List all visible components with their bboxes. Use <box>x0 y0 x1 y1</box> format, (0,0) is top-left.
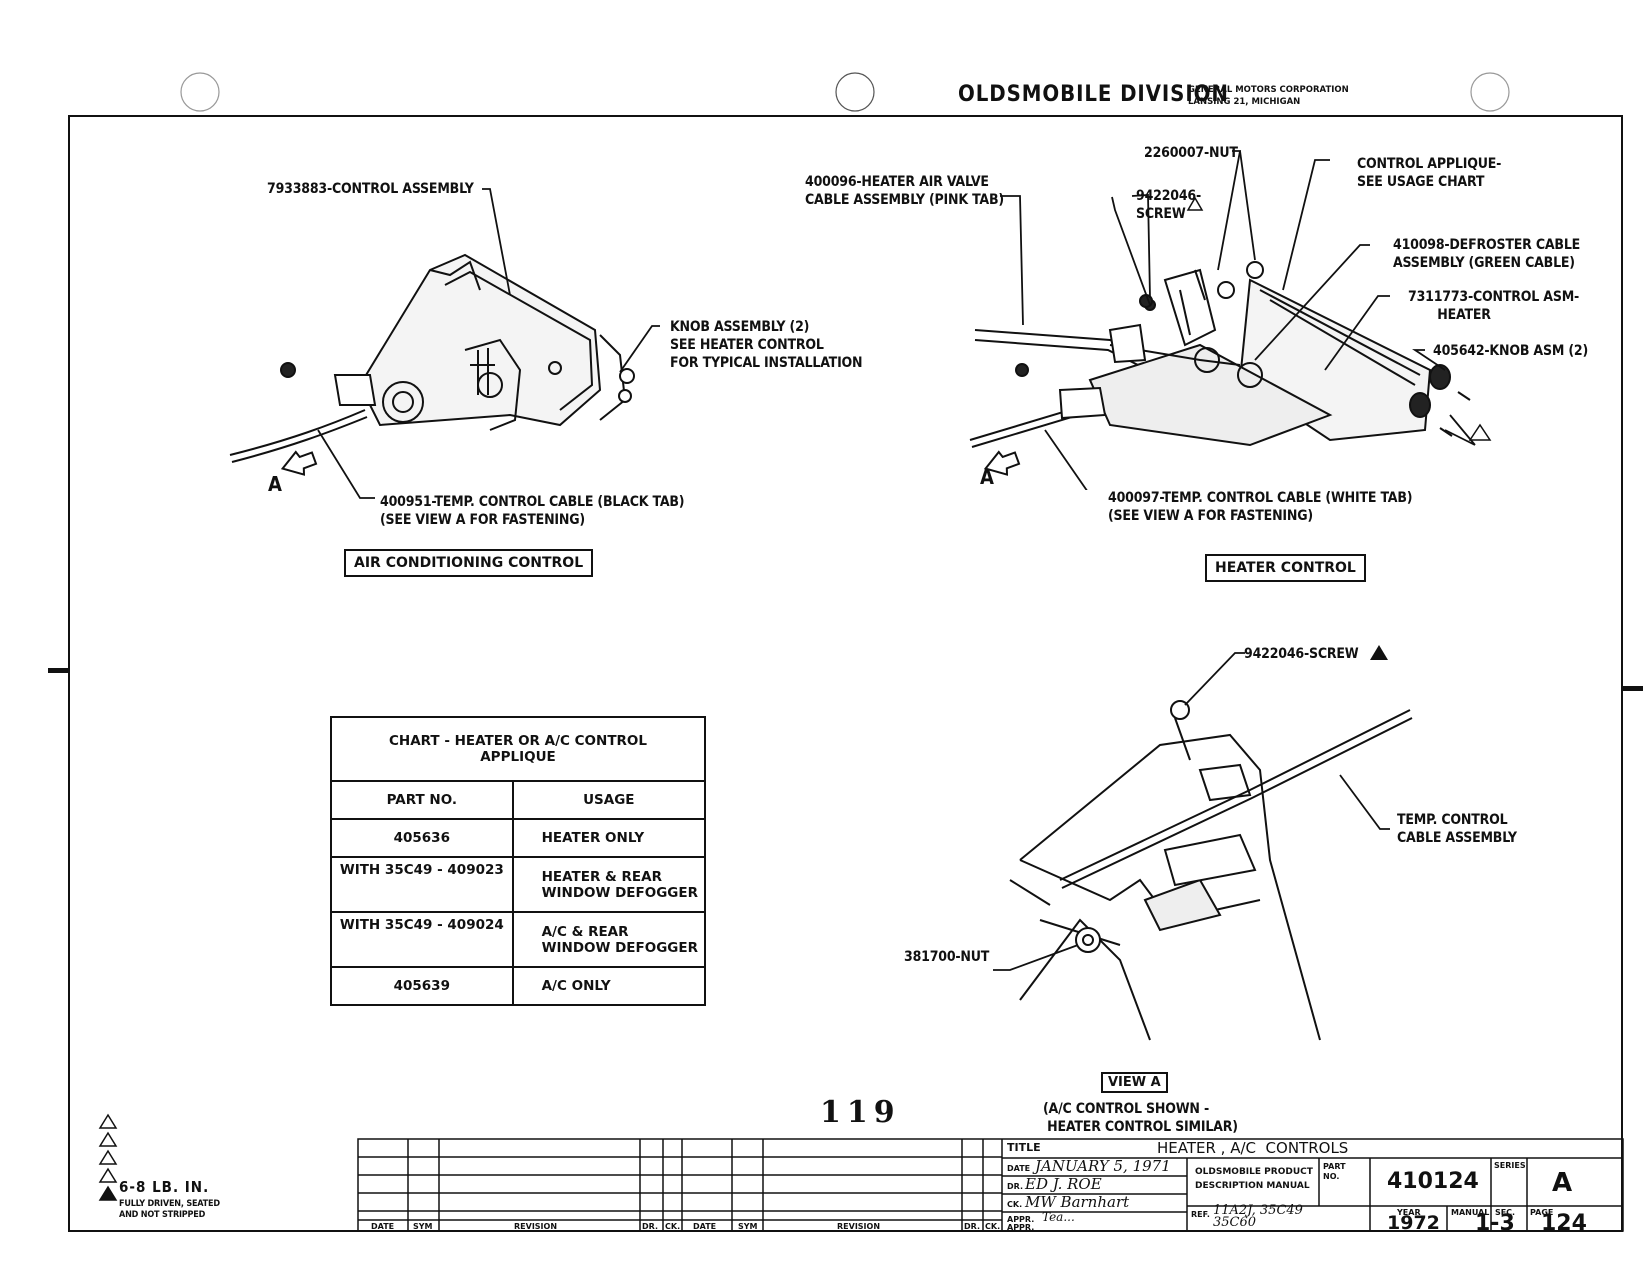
heater-nut-label: 2260007-NUT <box>1144 145 1238 161</box>
rev-header-sym: SYM <box>738 1222 758 1231</box>
heater-control-illustration <box>969 150 1492 490</box>
approved-by: Tea... <box>1042 1210 1075 1224</box>
page-number: 119 <box>820 1095 901 1130</box>
manual-name: OLDSMOBILE PRODUCT DESCRIPTION MANUAL <box>1195 1167 1313 1191</box>
rev-header-revision: REVISION <box>837 1222 881 1231</box>
view-a-caption: (A/C CONTROL SHOWN - HEATER CONTROL SIMI… <box>1043 1101 1238 1135</box>
date-label: DATE <box>1007 1164 1031 1173</box>
corporation-address: GENERAL MOTORS CORPORATION LANSING 21, M… <box>1188 85 1349 107</box>
chart-cell-usage: HEATER & REAR WINDOW DEFOGGER <box>511 856 707 913</box>
view-a-title: VIEW A <box>1101 1072 1168 1093</box>
rev-header-ck: CK. <box>665 1222 681 1231</box>
manual-sec-label: MANUAL SEC. <box>1451 1208 1516 1217</box>
heater-temp-cable-label: 400097-TEMP. CONTROL CABLE (WHITE TAB) (… <box>1108 490 1413 524</box>
chart-cell-usage: A/C ONLY <box>511 966 707 1006</box>
title-label: TITLE <box>1007 1141 1041 1154</box>
drawing-date: JANUARY 5, 1971 <box>1035 1157 1171 1175</box>
chart-cell-part: 405639 <box>330 966 514 1006</box>
heater-defroster-cable-label: 410098-DEFROSTER CABLE ASSEMBLY (GREEN C… <box>1393 237 1581 271</box>
reference: 11A2J, 35C49 35C60 <box>1213 1203 1303 1230</box>
rev-header-dr: DR. <box>642 1222 658 1231</box>
title-block-grid <box>357 1138 1624 1232</box>
heater-air-valve-cable-label: 400096-HEATER AIR VALVE CABLE ASSEMBLY (… <box>805 174 1004 208</box>
rev-header-sym: SYM <box>413 1222 433 1231</box>
ref-label: REF. <box>1191 1210 1210 1219</box>
heater-applique-label: CONTROL APPLIQUE- SEE USAGE CHART <box>1357 156 1502 190</box>
page-value: 124 <box>1541 1211 1587 1236</box>
approved-by-label: APPR. <box>1007 1215 1035 1224</box>
chart-title: CHART - HEATER OR A/C CONTROL APPLIQUE <box>330 716 706 782</box>
binder-holes <box>180 72 1510 112</box>
heater-control-asm-label: 7311773-CONTROL ASM- HEATER <box>1408 289 1580 323</box>
chart-cell-part: 405636 <box>330 818 514 858</box>
division-title: OLDSMOBILE DIVISION <box>958 82 1229 107</box>
series-value: A <box>1552 1168 1573 1198</box>
torque-note-b: FULLY DRIVEN, SEATED AND NOT STRIPPED <box>119 1199 220 1220</box>
year-value: 1972 <box>1387 1212 1440 1234</box>
rev-header-ck: CK. <box>985 1222 1001 1231</box>
part-number: 410124 <box>1387 1169 1479 1194</box>
ac-knob-assembly-label: KNOB ASSEMBLY (2) SEE HEATER CONTROL FOR… <box>670 319 863 371</box>
applique-chart: CHART - HEATER OR A/C CONTROL APPLIQUE P… <box>330 716 707 1006</box>
drawing-title: HEATER , A/C CONTROLS <box>1157 1139 1349 1157</box>
view-a-illustration <box>993 652 1413 1041</box>
ac-control-title: AIR CONDITIONING CONTROL <box>344 549 594 577</box>
rev-header-revision: REVISION <box>514 1222 558 1231</box>
title-block: DATE SYM REVISION DR. CK. DATE SYM REVIS… <box>357 1138 1623 1236</box>
frame-tick-right <box>1623 686 1643 691</box>
frame-tick-left <box>48 668 68 673</box>
chart-header-part-no: PART NO. <box>330 780 514 820</box>
ac-control-assembly-label: 7933883-CONTROL ASSEMBLY <box>267 181 474 197</box>
heater-screw-label: 9422046- SCREW <box>1136 188 1201 222</box>
series-label: SERIES <box>1494 1161 1526 1170</box>
rev-header-date: DATE <box>371 1222 395 1231</box>
rev-header-dr: DR. <box>964 1222 980 1231</box>
chart-cell-usage: HEATER ONLY <box>511 818 707 858</box>
chart-cell-part: WITH 35C49 - 409023 <box>330 856 514 913</box>
checked-by-label: CK. <box>1007 1200 1023 1209</box>
manual-sec-value: 1-3 <box>1475 1211 1515 1236</box>
screw-torque-symbol <box>1370 645 1388 660</box>
chart-header-usage: USAGE <box>511 780 707 820</box>
page-label: PAGE <box>1530 1208 1554 1217</box>
ac-view-a-marker: A <box>268 472 282 496</box>
chart-cell-usage: A/C & REAR WINDOW DEFOGGER <box>511 911 707 968</box>
ac-temp-cable-label: 400951-TEMP. CONTROL CABLE (BLACK TAB) (… <box>380 494 685 528</box>
drawn-by-label: DR. <box>1007 1182 1023 1191</box>
view-a-temp-cable-label: TEMP. CONTROL CABLE ASSEMBLY <box>1397 812 1517 846</box>
heater-control-title: HEATER CONTROL <box>1205 554 1366 582</box>
ac-control-illustration <box>229 188 660 499</box>
part-no-label: PART NO. <box>1323 1162 1346 1181</box>
heater-view-a-marker: A <box>980 465 994 489</box>
chart-cell-part: WITH 35C49 - 409024 <box>330 911 514 968</box>
heater-knob-asm-label: 405642-KNOB ASM (2) <box>1433 343 1589 359</box>
view-a-screw-label: 9422046-SCREW <box>1244 646 1359 662</box>
drawn-by: ED J. ROE <box>1025 1175 1102 1193</box>
approved-by-label-2: APPR. <box>1007 1223 1035 1232</box>
checked-by: MW Barnhart <box>1025 1193 1130 1211</box>
rev-header-date: DATE <box>693 1222 717 1231</box>
view-a-nut-label: 381700-NUT <box>904 949 990 965</box>
torque-triangle-icons <box>98 1113 118 1201</box>
year-label: YEAR <box>1397 1208 1421 1217</box>
torque-note-a: 6-8 LB. IN. <box>119 1178 210 1196</box>
